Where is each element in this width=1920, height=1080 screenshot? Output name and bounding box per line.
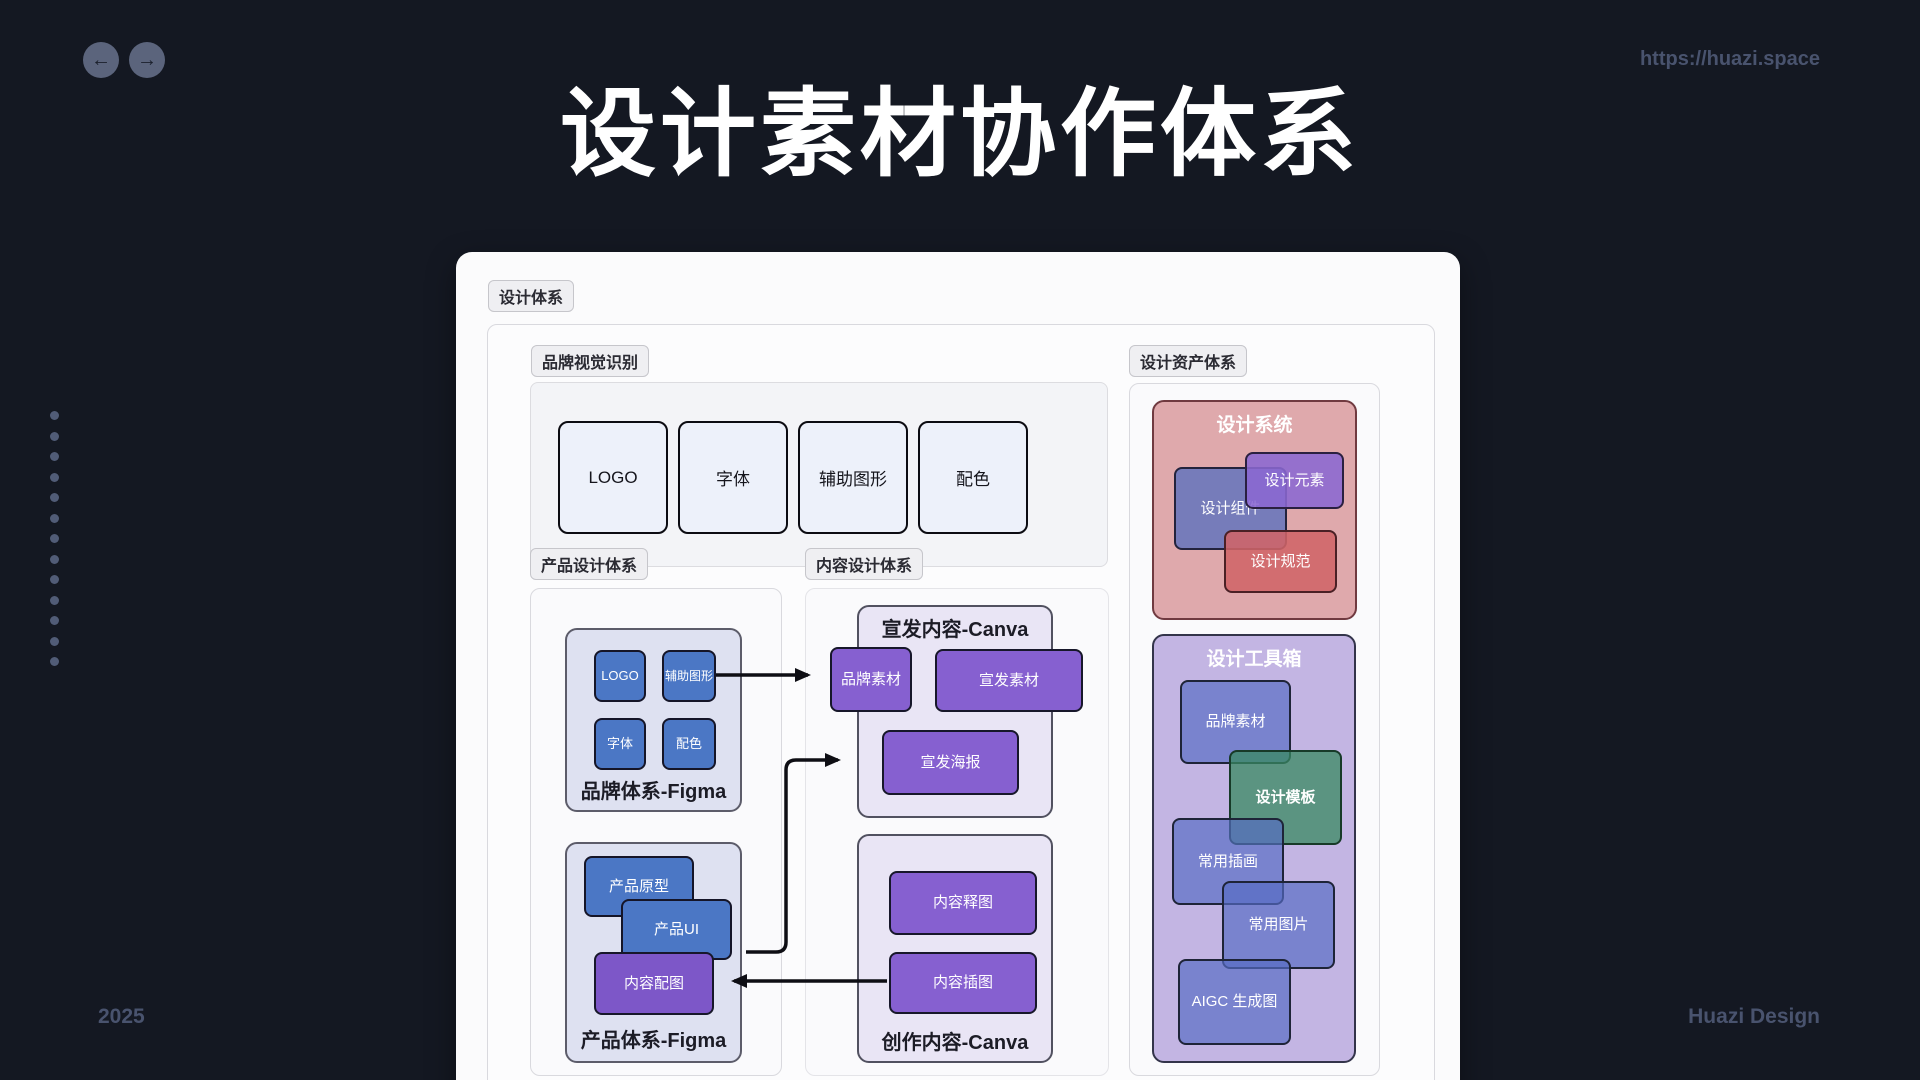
content-section-badge: 内容设计体系 <box>805 548 924 580</box>
footer-year: 2025 <box>98 1005 145 1028</box>
bvi-label-badge: 品牌视觉识别 <box>531 345 650 377</box>
dot-decoration <box>50 411 59 666</box>
creation-canva-label: 创作内容-Canva <box>881 1032 1029 1054</box>
node-content-images: 内容配图 <box>594 952 714 1015</box>
node-product-ui: 产品UI <box>621 899 732 960</box>
node-aux-shapes: 辅助图形 <box>662 650 716 702</box>
design-toolbox-panel: 设计工具箱 品牌素材 设计模板 常用插画 常用图片 AIGC 生成图 <box>1152 634 1356 1063</box>
bvi-box-colors: 配色 <box>918 421 1028 534</box>
node-font: 字体 <box>594 718 646 770</box>
node-aigc-images: AIGC 生成图 <box>1178 959 1291 1045</box>
forward-button[interactable]: → <box>129 42 165 78</box>
root-label-badge: 设计体系 <box>488 280 575 312</box>
diagram-card: 设计体系 品牌视觉识别 LOGO 字体 辅助图形 配色 产品设计体系 内容设计体… <box>456 252 1460 1080</box>
node-promo-assets: 宣发素材 <box>935 649 1083 712</box>
brand-figma-label: 品牌体系-Figma <box>580 781 727 803</box>
node-promo-poster: 宣发海报 <box>882 730 1019 795</box>
product-figma-panel: 产品原型 产品UI 内容配图 产品体系-Figma <box>565 842 742 1063</box>
creation-canva-panel: 内容释图 内容插图 创作内容-Canva <box>857 834 1053 1063</box>
bvi-box-logo: LOGO <box>558 421 668 534</box>
node-content-illustration: 内容插图 <box>889 952 1037 1014</box>
node-design-templates: 设计模板 <box>1229 750 1342 845</box>
bvi-strip: LOGO 字体 辅助图形 配色 <box>530 382 1108 567</box>
promo-canva-panel: 宣发内容-Canva 品牌素材 宣发素材 宣发海报 <box>830 605 1083 818</box>
node-design-specs: 设计规范 <box>1224 530 1337 593</box>
product-figma-label: 产品体系-Figma <box>580 1030 727 1052</box>
node-content-explain: 内容释图 <box>889 871 1037 935</box>
product-section-badge: 产品设计体系 <box>530 548 649 580</box>
page-title: 设计素材协作体系 <box>560 81 1360 188</box>
site-url: https://huazi.space <box>1639 48 1820 70</box>
node-design-elements: 设计元素 <box>1245 452 1344 509</box>
bvi-box-font: 字体 <box>678 421 788 534</box>
design-system-title: 设计系统 <box>1216 415 1293 436</box>
node-brand-assets: 品牌素材 <box>830 647 912 712</box>
design-toolbox-title: 设计工具箱 <box>1206 649 1302 670</box>
node-common-images: 常用图片 <box>1222 881 1335 969</box>
node-logo: LOGO <box>594 650 646 702</box>
assets-section-badge: 设计资产体系 <box>1129 345 1248 377</box>
bvi-box-shapes: 辅助图形 <box>798 421 908 534</box>
back-button[interactable]: ← <box>83 42 119 78</box>
design-system-panel: 设计系统 设计组件 设计元素 设计规范 <box>1152 400 1357 620</box>
forward-arrow-icon: → <box>137 48 157 71</box>
back-arrow-icon: ← <box>91 48 111 71</box>
brand-figma-panel: LOGO 辅助图形 字体 配色 品牌体系-Figma <box>565 628 742 812</box>
node-colors: 配色 <box>662 718 716 770</box>
promo-canva-title: 宣发内容-Canva <box>881 619 1029 641</box>
footer-brand: Huazi Design <box>1688 1005 1820 1028</box>
